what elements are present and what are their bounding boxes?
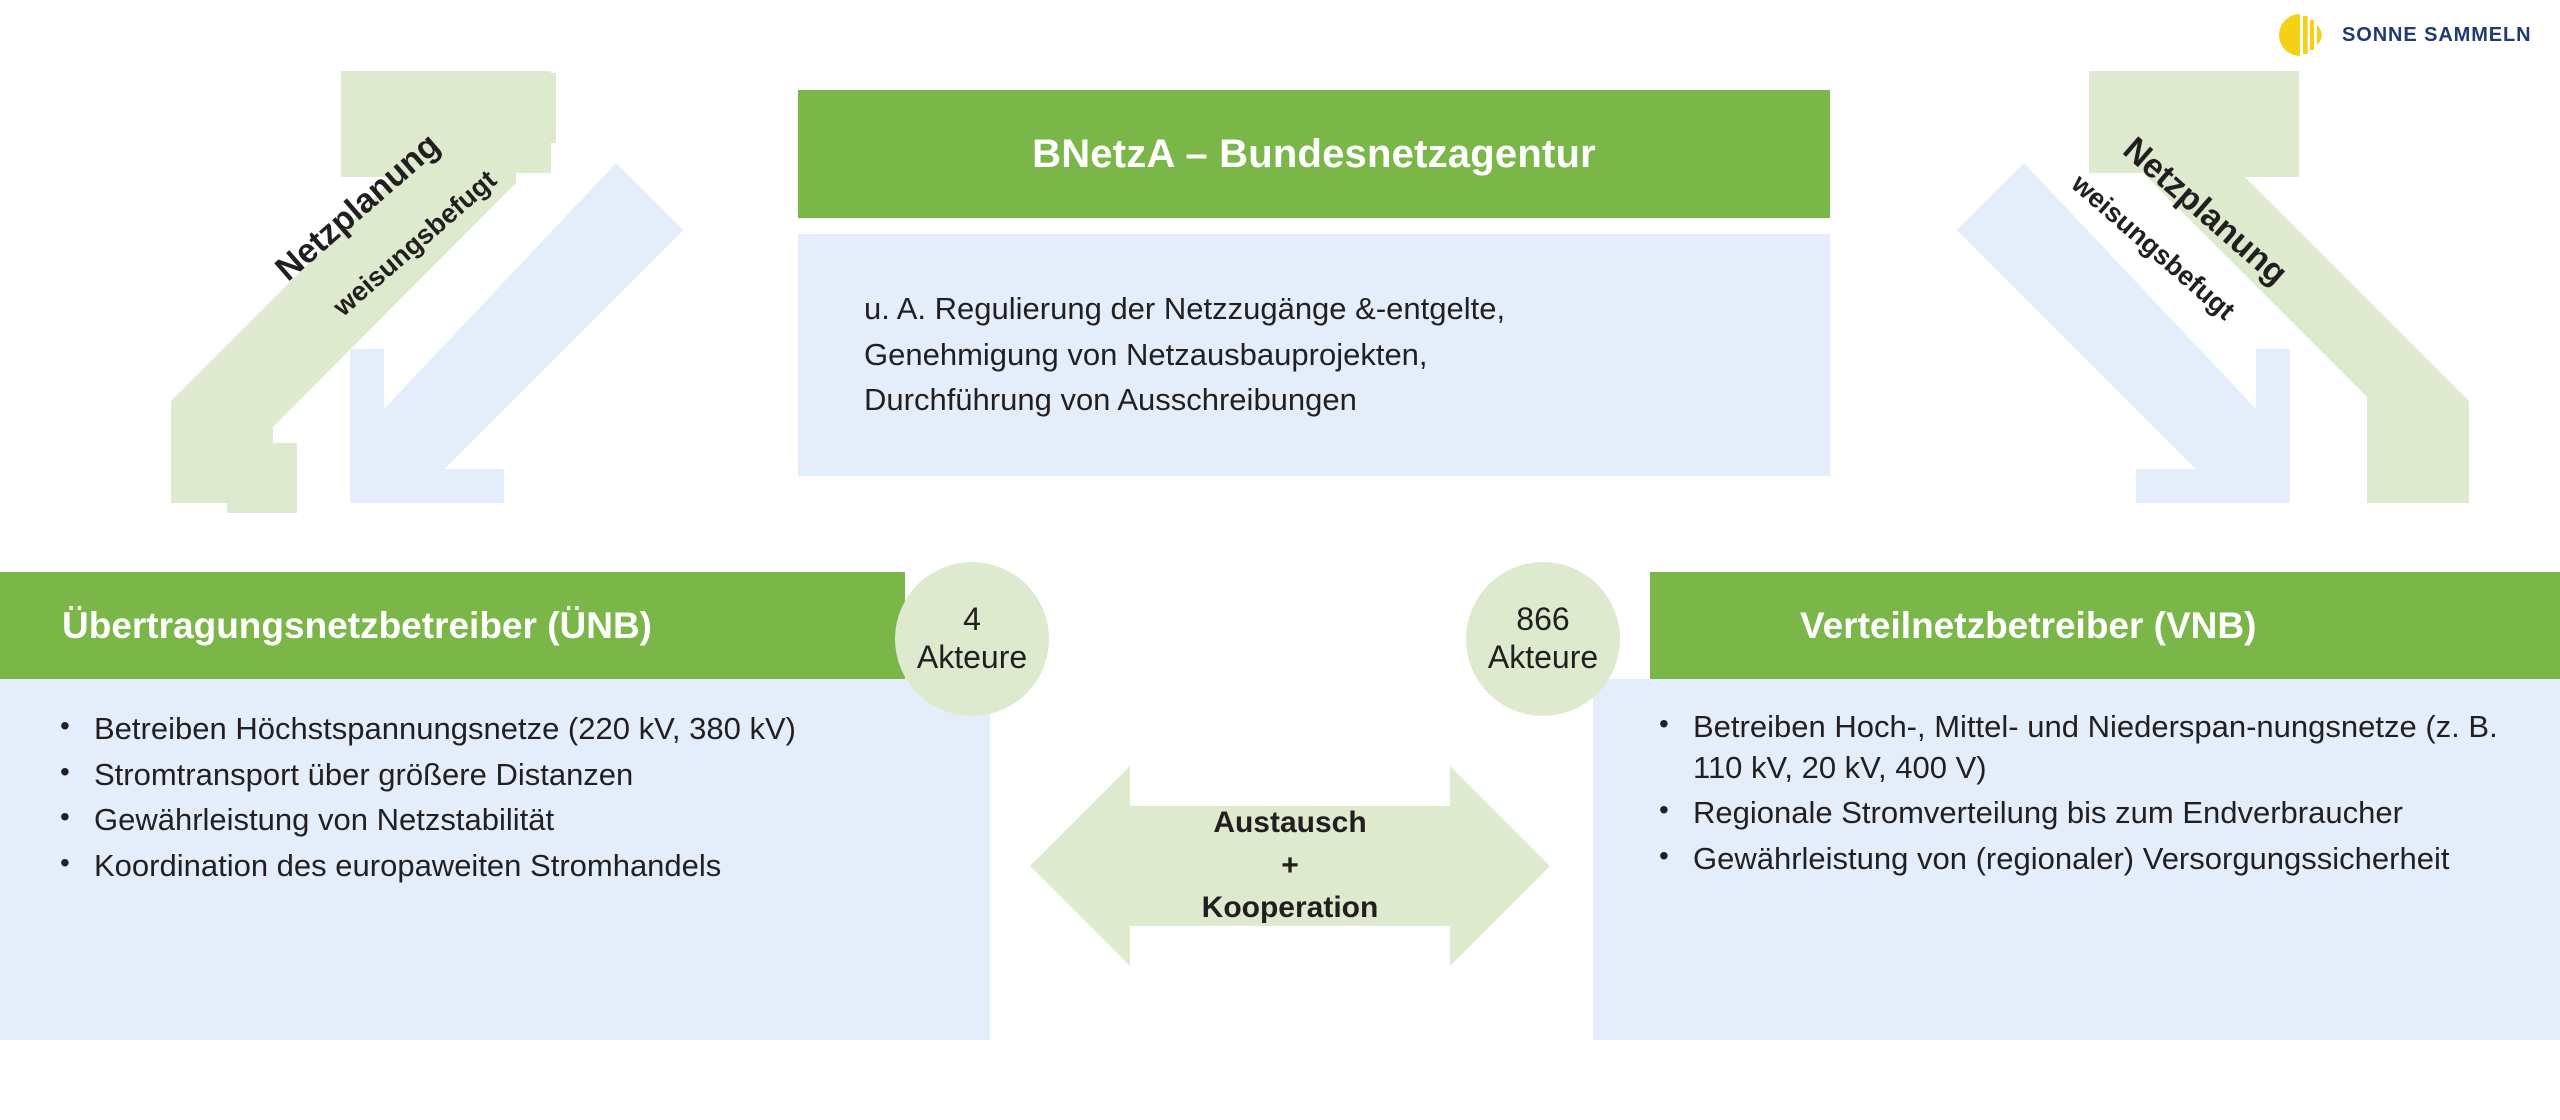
netzplanung-double-arrow-icon <box>2089 71 2469 503</box>
list-item: Betreiben Hoch-, Mittel- und Niederspan-… <box>1655 705 2544 788</box>
bnetza-description-line: Durchführung von Ausschreibungen <box>864 382 1357 418</box>
list-item: Stromtransport über größere Distanzen <box>56 753 966 796</box>
exchange-label-block: Austausch + Kooperation <box>1030 750 1550 982</box>
exchange-line-3: Kooperation <box>1201 891 1379 925</box>
right-relation-arrows <box>1957 71 2469 503</box>
tso-bullet-list: Betreiben Höchstspannungsnetze (220 kV, … <box>0 679 990 886</box>
exchange-line-2: + <box>1281 848 1299 882</box>
bnetza-header-bar: BNetzA – Bundesnetzagentur <box>798 90 1830 218</box>
list-item: Gewährleistung von Netzstabilität <box>56 798 966 841</box>
exchange-line-1: Austausch <box>1213 806 1367 840</box>
tso-details-panel: Betreiben Höchstspannungsnetze (220 kV, … <box>0 679 990 1040</box>
list-item: Koordination des europaweiten Stromhande… <box>56 844 966 887</box>
bnetza-title: BNetzA – Bundesnetzagentur <box>1032 131 1596 176</box>
netzplanung-double-arrow-clean-icon <box>171 71 551 503</box>
left-relation-arrows-shapes <box>171 71 683 513</box>
tso-title: Übertragungsnetzbetreiber (ÜNB) <box>62 604 652 646</box>
double-headed-arrow-icon <box>1030 766 1550 966</box>
tso-actor-word: Akteure <box>916 639 1028 675</box>
dso-title: Verteilnetzbetreiber (VNB) <box>1800 604 2257 646</box>
bnetza-description-line: u. A. Regulierung der Netzzugänge &-entg… <box>864 291 1506 326</box>
tso-actor-count: 4 <box>963 601 981 638</box>
weisungsbefugt-arrow-icon <box>1957 163 2290 503</box>
dso-actor-count: 866 <box>1516 601 1570 638</box>
dso-bullet-list: Betreiben Hoch-, Mittel- und Niederspan-… <box>1593 679 2560 879</box>
list-item: Betreiben Höchstspannungsnetze (220 kV, … <box>56 707 966 750</box>
brand-wordmark: sonne sammeln <box>2342 23 2532 46</box>
sun-slices-icon <box>2278 12 2328 58</box>
list-item: Regionale Stromverteilung bis zum Endver… <box>1655 791 2544 834</box>
bnetza-description-panel: u. A. Regulierung der Netzzugänge &-entg… <box>798 234 1830 476</box>
brand-logo: sonne sammeln <box>2278 8 2548 62</box>
dso-actor-word: Akteure <box>1487 639 1599 675</box>
tso-actor-count-badge: 4 Akteure <box>895 562 1049 716</box>
list-item: Gewährleistung von (regionaler) Versorgu… <box>1655 837 2544 880</box>
tso-header-bar: Übertragungsnetzbetreiber (ÜNB) <box>0 572 905 679</box>
bnetza-description-text: u. A. Regulierung der Netzzugänge &-entg… <box>864 286 1790 423</box>
dso-actor-count-badge: 866 Akteure <box>1466 562 1620 716</box>
weisungsbefugt-arrow-clean-icon <box>350 163 683 503</box>
dso-details-panel: Betreiben Hoch-, Mittel- und Niederspan-… <box>1593 679 2560 1040</box>
exchange-cooperation-arrow: Austausch + Kooperation <box>1030 750 1550 982</box>
bnetza-description-line: Genehmigung von Netzausbauprojekten, <box>864 336 1428 372</box>
dso-header-bar: Verteilnetzbetreiber (VNB) <box>1650 572 2560 679</box>
